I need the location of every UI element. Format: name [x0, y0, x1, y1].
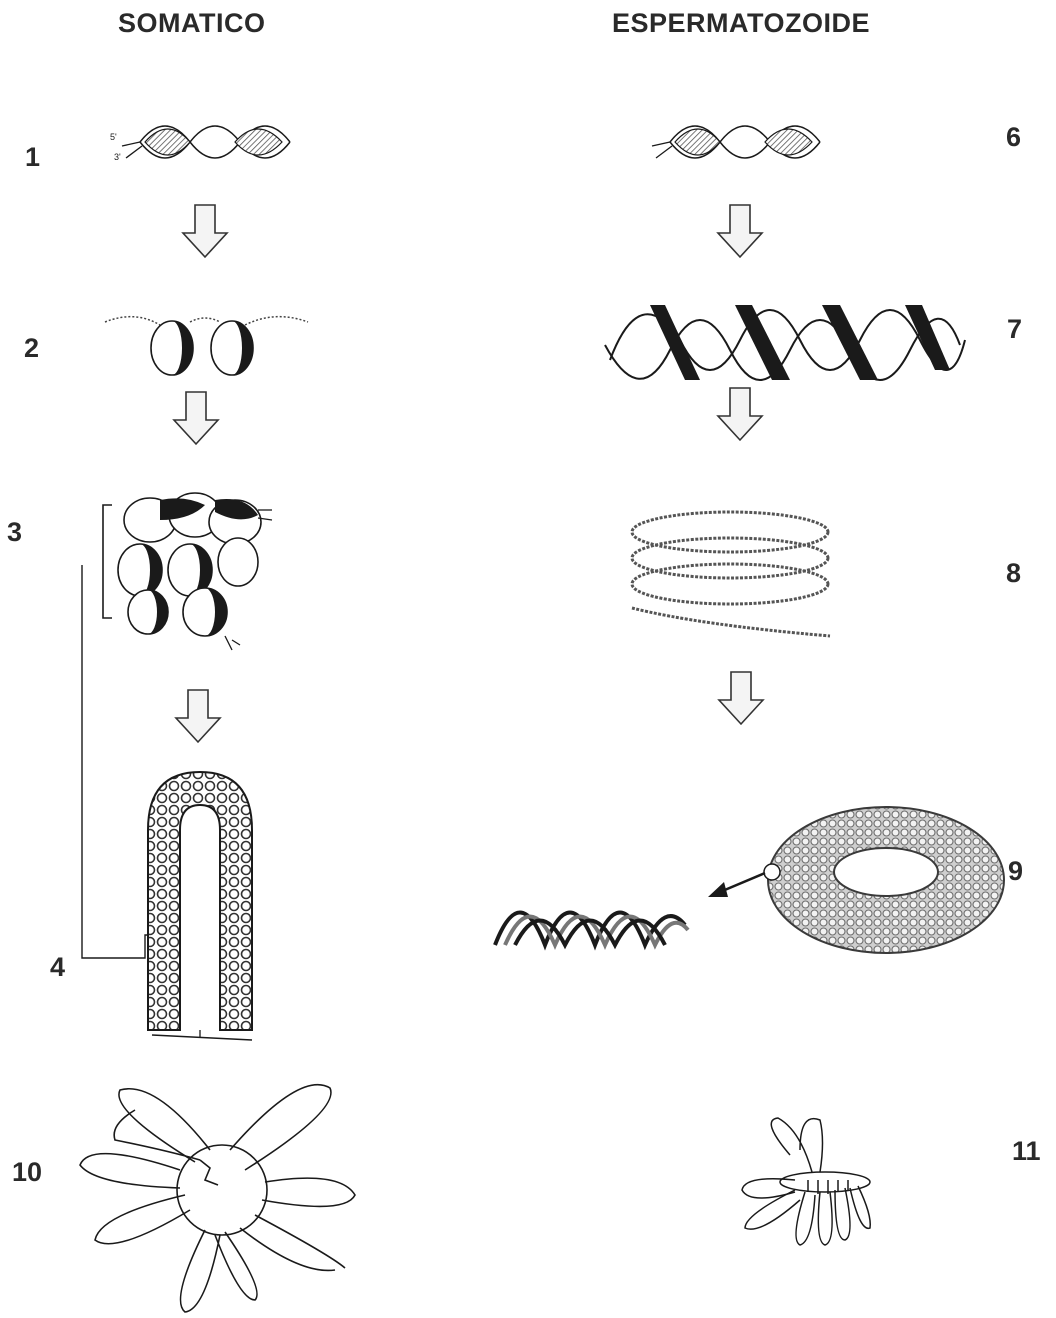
somatic-loops	[80, 1085, 355, 1312]
wavy-ribbon	[495, 913, 688, 946]
solenoid-fiber	[103, 493, 272, 650]
arrow-7-to-8	[718, 388, 762, 440]
protamine-toroid	[708, 807, 1004, 953]
nucleosomes	[105, 317, 308, 375]
arrow-6-to-7	[718, 205, 762, 257]
coiled-dna	[632, 512, 830, 636]
somatic-dna-helix	[122, 126, 290, 158]
chromatin-loop	[148, 772, 252, 1040]
three-prime-label: 3'	[114, 152, 121, 162]
sperm-dna-helix	[652, 126, 820, 158]
sperm-chromosome	[742, 1118, 870, 1245]
arrow-3-to-4	[176, 690, 220, 742]
five-prime-label: 5'	[110, 132, 117, 142]
arrow-8-to-9	[719, 672, 763, 724]
arrow-2-to-3	[174, 392, 218, 444]
protamine-dna	[605, 305, 965, 380]
arrow-1-to-2	[183, 205, 227, 257]
